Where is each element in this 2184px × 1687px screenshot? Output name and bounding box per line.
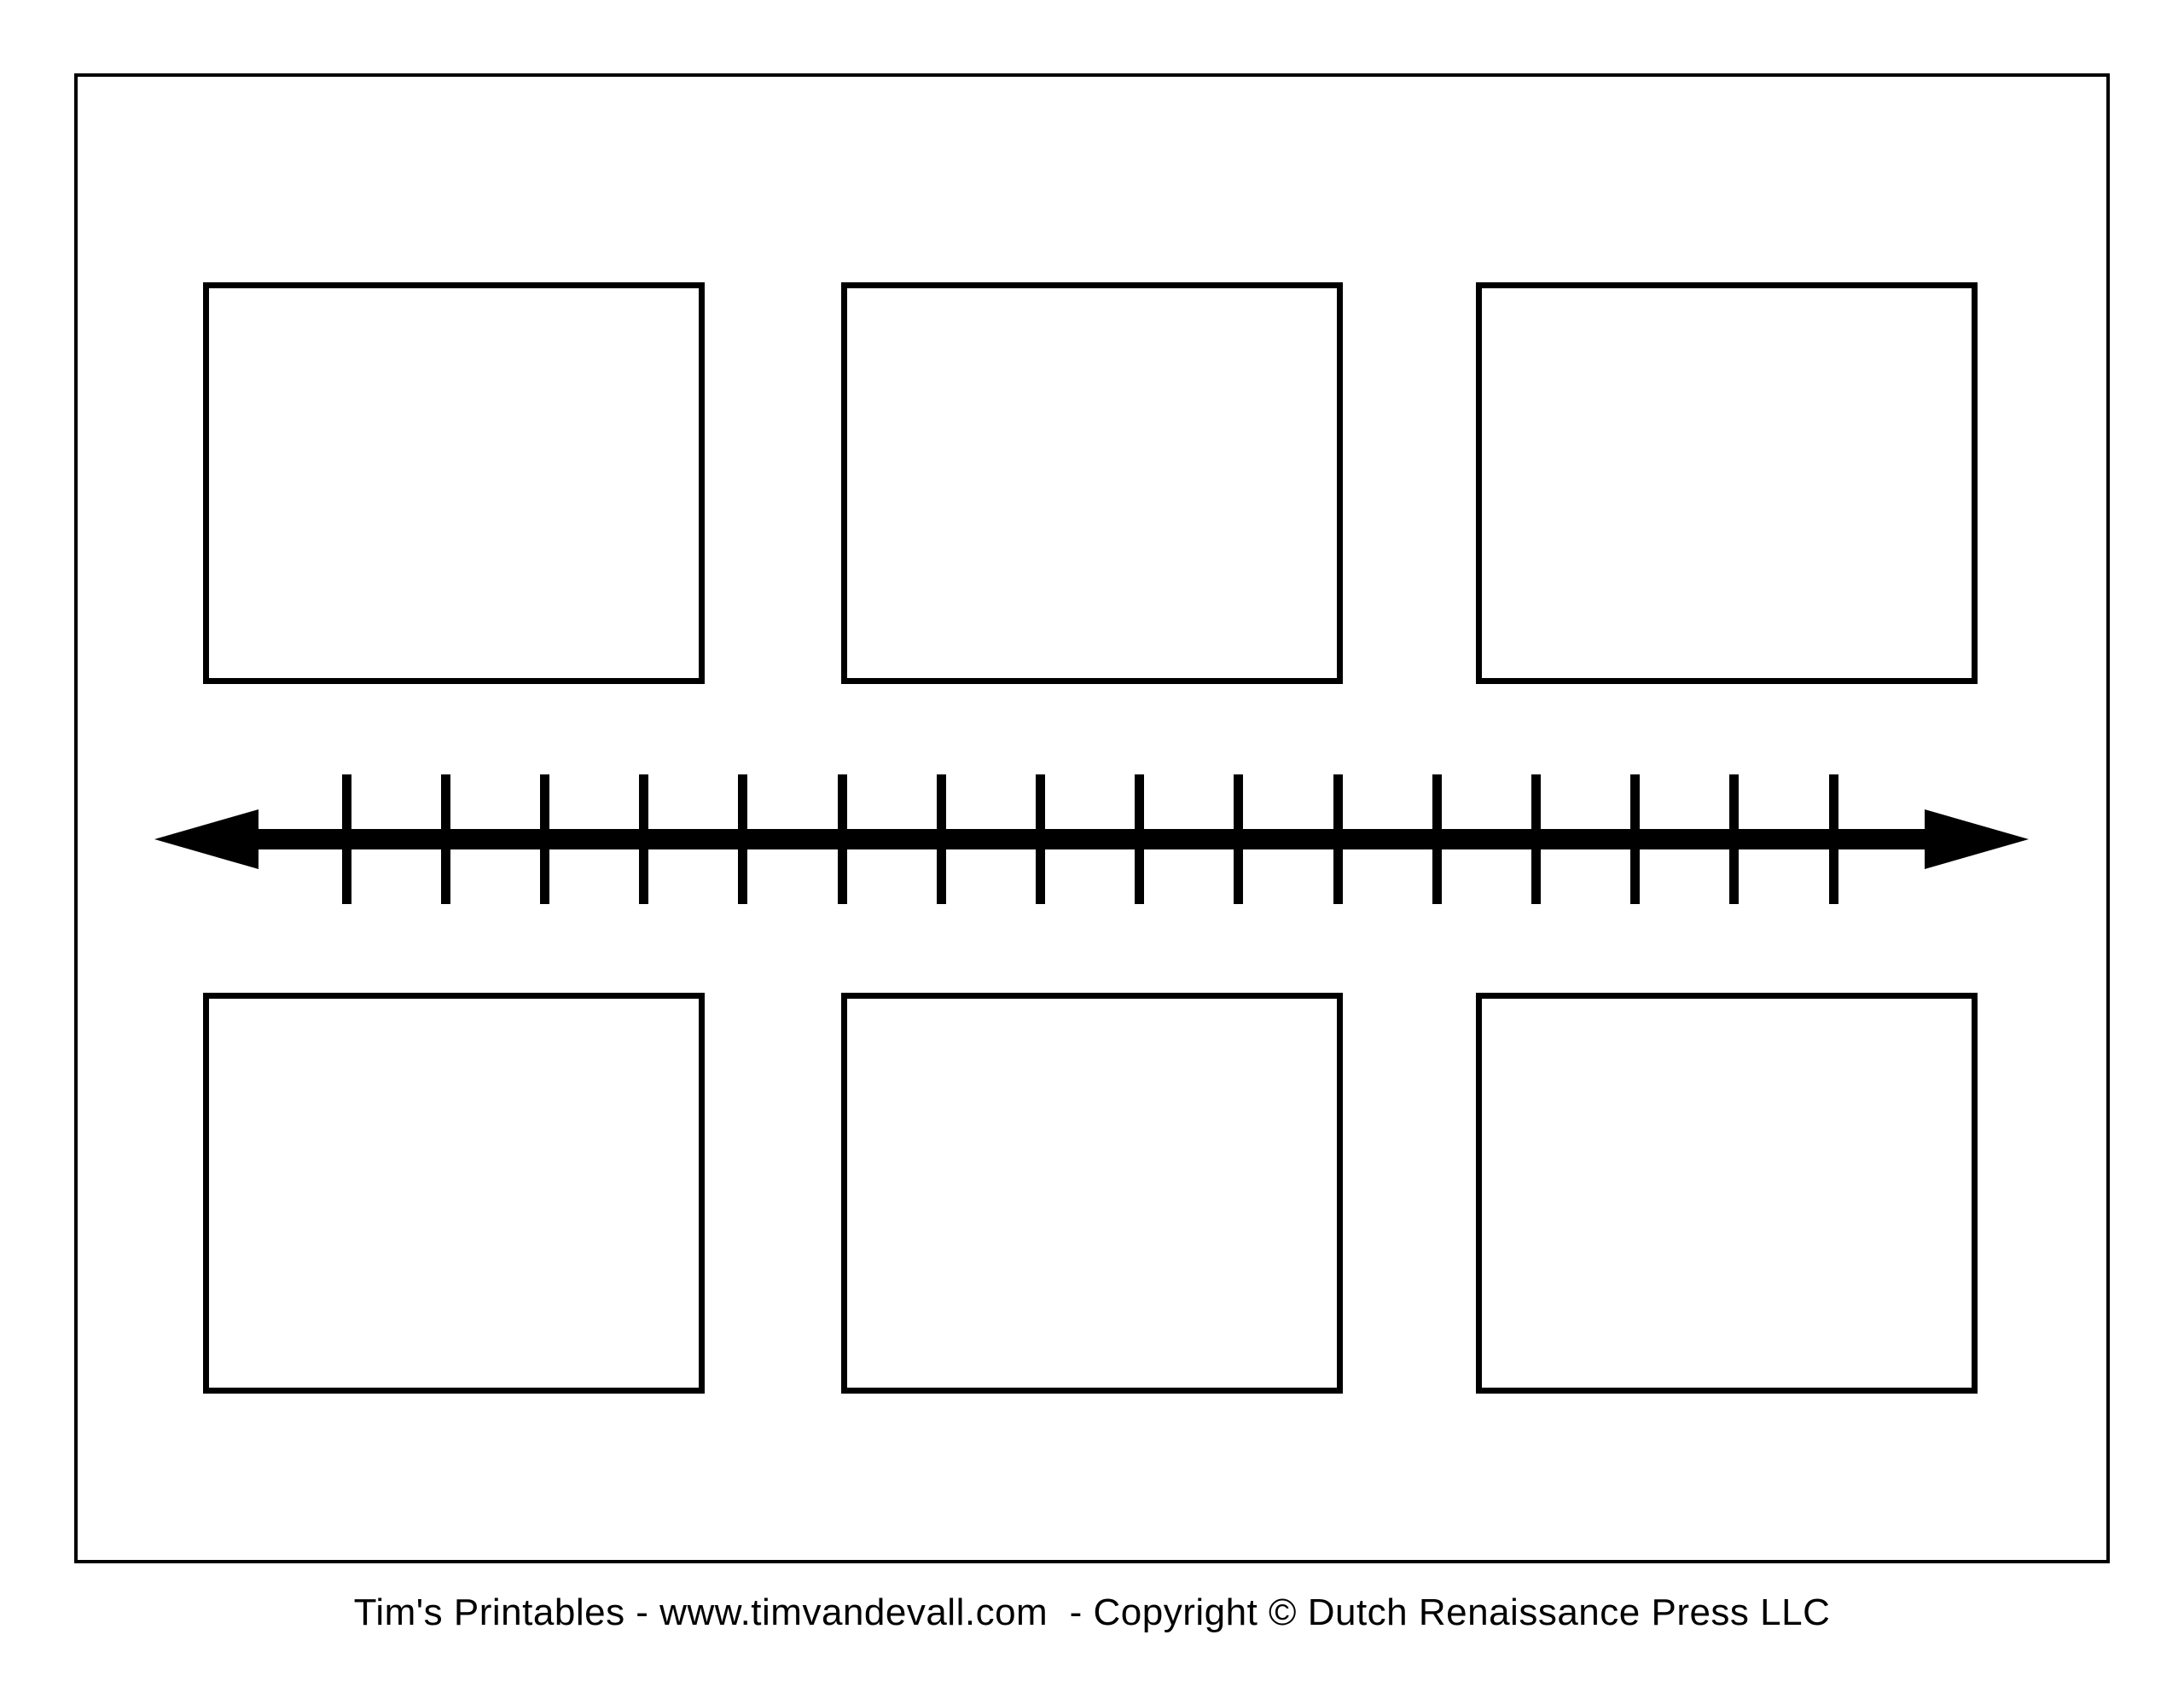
timeline-event-box [1476, 282, 1978, 684]
footer-credit: Tim's Printables - www.timvandevall.com … [353, 1591, 1831, 1633]
timeline-event-box [841, 282, 1343, 684]
timeline-event-box [1476, 993, 1978, 1394]
timeline-event-box [203, 282, 705, 684]
page-border [74, 73, 2110, 1563]
timeline-event-box [203, 993, 705, 1394]
timeline-event-box [841, 993, 1343, 1394]
